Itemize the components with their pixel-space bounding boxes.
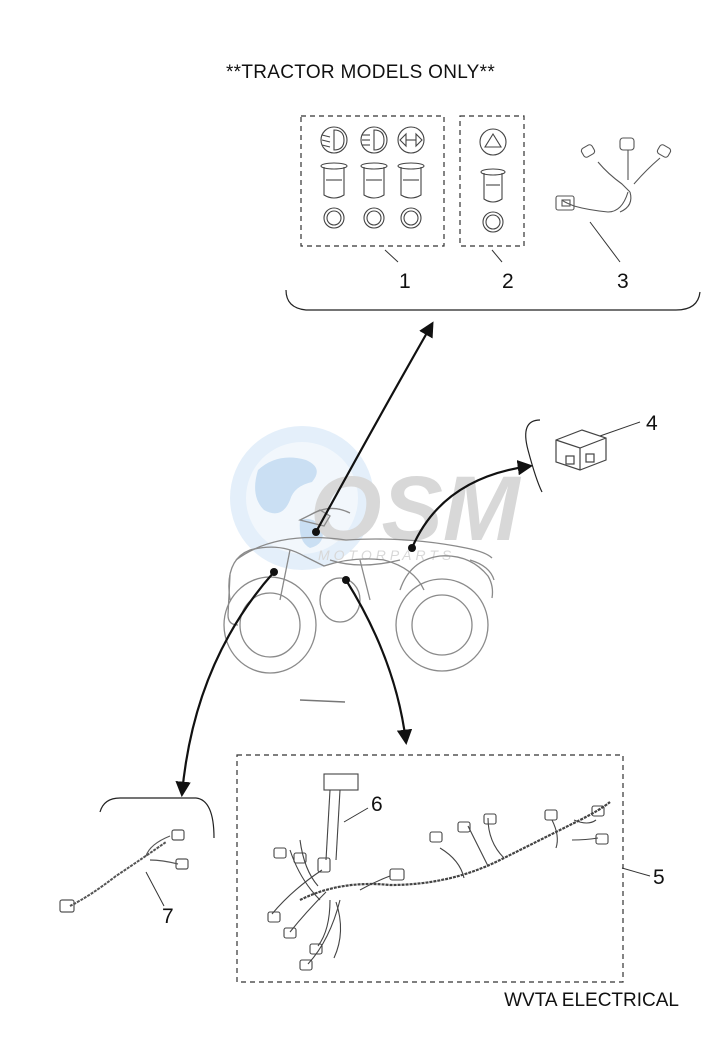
bulb-sleeve [360,162,388,199]
callout-4: 4 [646,412,658,435]
box-item-5 [236,754,624,983]
arrow-to-item-4 [410,460,534,549]
arrow-to-item-5 [345,579,413,746]
callout-7: 7 [162,905,174,928]
watermark-subtitle: MOTORPARTS [318,547,455,563]
diagram-footer: WVTA ELECTRICAL [504,990,679,1011]
callout-2: 2 [502,270,514,293]
high-beam-indicator-icon [360,126,388,154]
watermark: OSM MOTORPARTS [230,426,522,570]
relay-4 [555,429,607,471]
arrow-to-item-7 [175,571,275,798]
sub-harness-7 [59,829,189,913]
bracket-4 [525,419,543,493]
indicator-set-2 [479,128,507,233]
watermark-brand: OSM [310,458,522,560]
turn-signal-indicator-icon [397,126,425,154]
callout-1: 1 [399,270,411,293]
bulb-harness-3 [555,137,672,213]
atv-illustration [223,507,495,703]
fuse-box-6 [323,773,359,791]
arrow-to-group-1-3 [315,321,434,533]
callout-3: 3 [617,270,629,293]
bracket-7 [99,797,215,839]
box-item-1 [300,115,445,247]
bulb-sleeve [320,162,348,199]
indicator-set-1 [320,126,425,229]
arrow-origins [270,528,416,584]
leader-lines [145,221,651,907]
callout-6: 6 [371,793,383,816]
hazard-triangle-icon [479,128,507,156]
box-item-2 [459,115,525,247]
bracket-1-3 [285,289,701,311]
bulb-sleeve [397,162,425,199]
pointer-arrows [175,321,534,798]
low-beam-indicator-icon [320,126,348,154]
main-harness-5 [267,773,611,971]
diagram-header: **TRACTOR MODELS ONLY** [225,62,496,83]
callout-5: 5 [653,866,665,889]
